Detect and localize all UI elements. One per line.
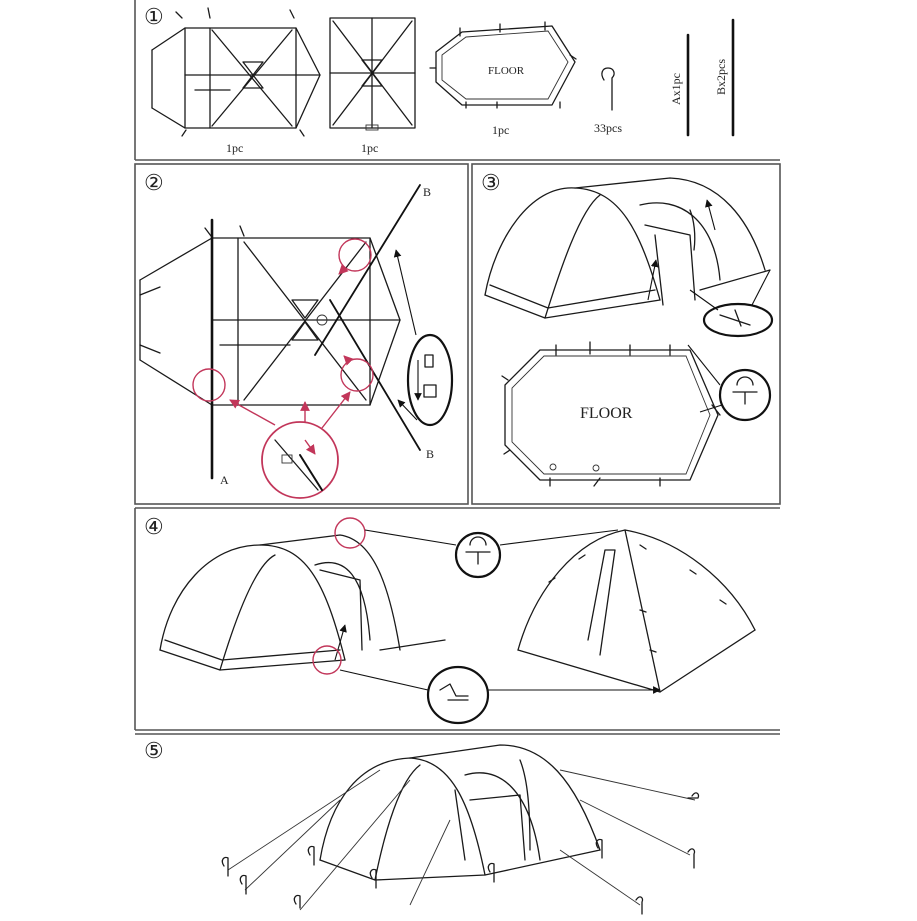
clip-magnifier-step3 — [689, 269, 774, 338]
highlight-circle-right — [340, 358, 374, 392]
pole-a-marker: A — [220, 473, 229, 487]
floor-diagram — [429, 21, 577, 109]
inner-tent-diagram — [329, 17, 416, 131]
stakes-qty: 33pcs — [594, 121, 622, 135]
stake-icon — [601, 67, 615, 111]
step-5-stake-down — [221, 744, 700, 915]
pole-b-label: Bx2pcs — [714, 59, 728, 95]
pole-b-marker-top: B — [423, 185, 431, 199]
stakes — [221, 792, 700, 915]
floor-step3-label: FLOOR — [580, 405, 633, 422]
floor-part-label: FLOOR — [488, 65, 525, 77]
fly-clip-magnifier-top — [364, 529, 619, 579]
tent-standing-step4 — [159, 534, 446, 671]
step-1-number: ① — [144, 4, 164, 29]
step-3-number: ③ — [481, 170, 501, 195]
floor-step3 — [501, 341, 721, 487]
clip-detail-magnifier — [229, 391, 351, 499]
guy-lines — [227, 769, 696, 911]
fly-buckle-magnifier-bottom — [339, 665, 661, 725]
pole-b-step2 — [314, 184, 421, 356]
step-4-attach-fly — [159, 517, 756, 725]
buckle-magnifier-step3 — [687, 344, 772, 422]
pitched-tent — [319, 744, 601, 881]
flysheet-step4 — [517, 529, 756, 693]
step-3-connect-floor: FLOOR — [484, 177, 774, 487]
pole-a-label: Ax1pc — [669, 73, 683, 105]
highlight-circle-left — [192, 368, 226, 402]
tent-body-qty: 1pc — [226, 141, 243, 155]
pole-b-marker-bottom: B — [426, 447, 434, 461]
highlight-circle-step4-top — [334, 517, 366, 549]
inner-tent-qty: 1pc — [361, 141, 378, 155]
highlight-circle-top — [338, 238, 372, 272]
step-2-pole-insertion: A B B — [139, 184, 454, 499]
step-4-number: ④ — [144, 514, 164, 539]
tent-standing-step3 — [484, 177, 771, 319]
floor-qty: 1pc — [492, 123, 509, 137]
step-1-parts: 1pc 1pc FLOOR 1pc 33pcs Ax1pc — [151, 7, 735, 155]
tent-body-diagram — [151, 7, 321, 137]
highlight-circle-step4-bottom — [312, 645, 342, 675]
step-5-number: ⑤ — [144, 738, 164, 763]
step-numbers: ① ② ③ ④ ⑤ — [144, 4, 501, 763]
tent-top-view — [139, 225, 401, 406]
buckle-detail-magnifier — [393, 249, 454, 427]
step-2-number: ② — [144, 170, 164, 195]
section-frames — [134, 0, 781, 735]
